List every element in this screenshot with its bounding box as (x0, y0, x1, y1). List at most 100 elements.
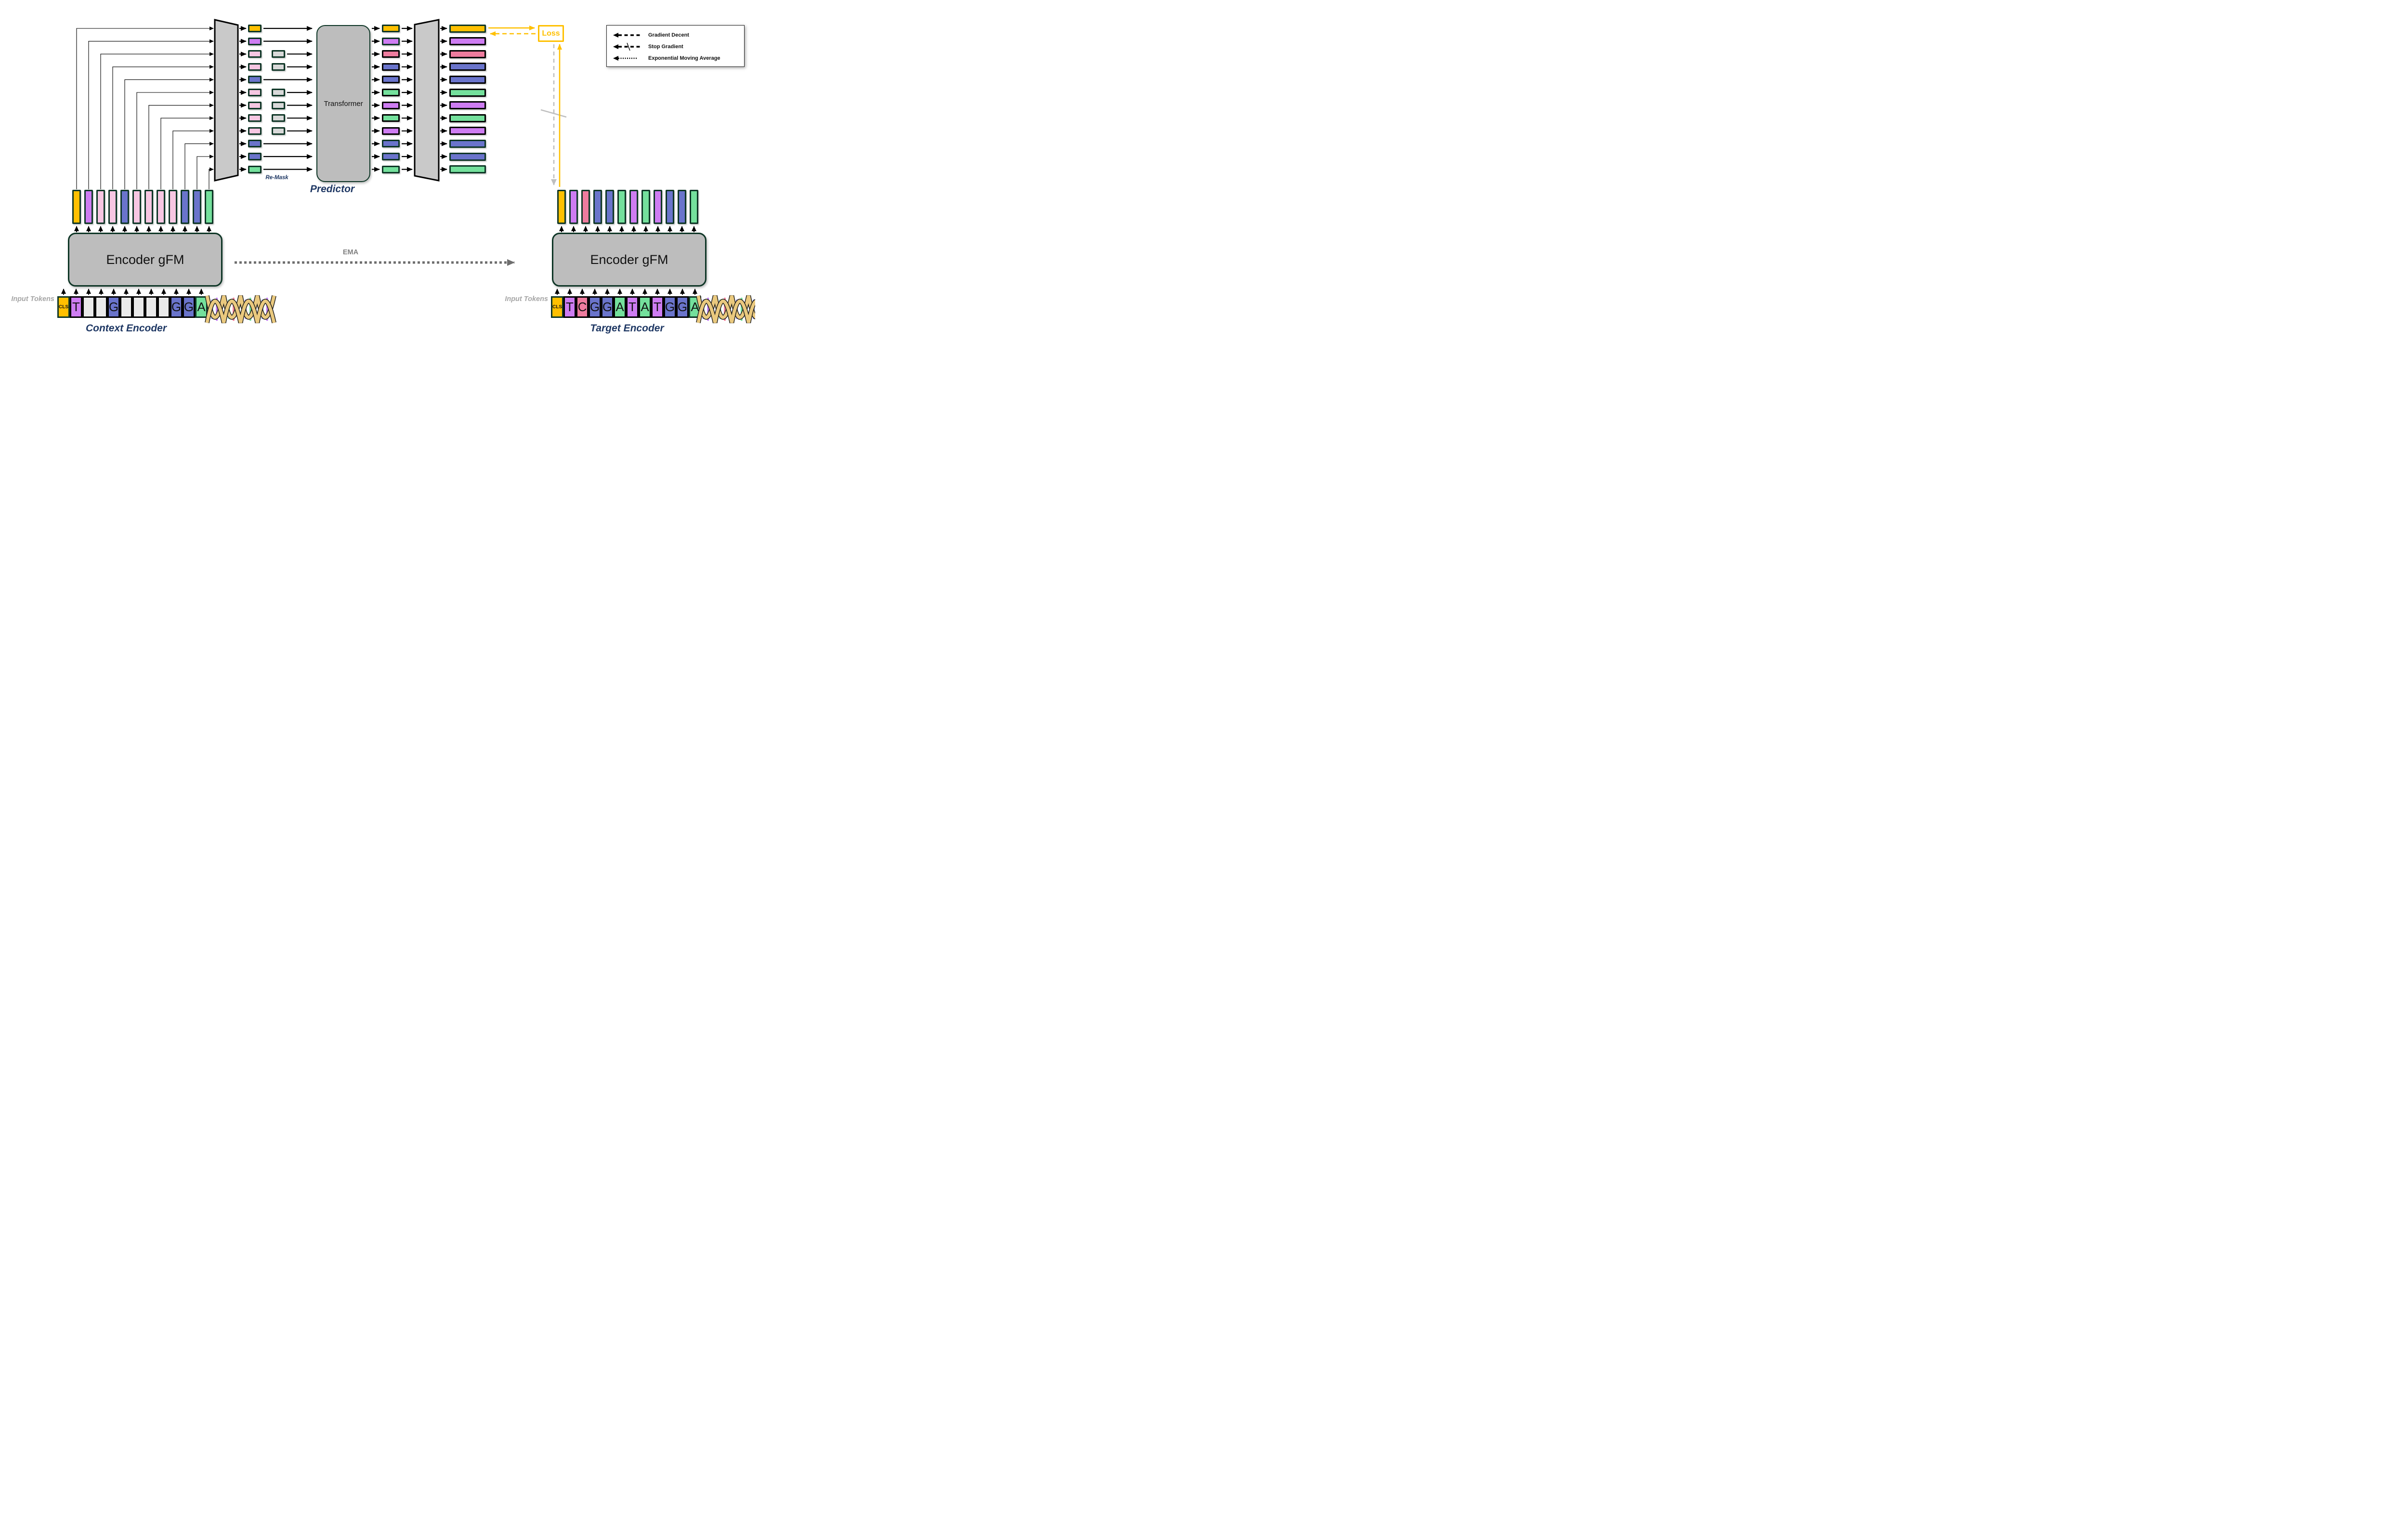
predicted-output-token (449, 152, 486, 161)
masked-input-cell (157, 296, 170, 318)
base-input-cell: G (664, 296, 676, 318)
masked-input-cell (132, 296, 145, 318)
legend-item: Exponential Moving Average (613, 53, 720, 63)
embedding-token (678, 190, 686, 224)
input-cell-letter: CLS (59, 304, 68, 310)
mask-token (272, 89, 285, 96)
base-input-cell: G (676, 296, 689, 318)
transformer-label: Transformer (324, 99, 363, 108)
embedding-token (666, 190, 674, 224)
context-latent-token (248, 89, 262, 96)
fan-connector-line (88, 39, 214, 189)
legend-item-label: Exponential Moving Average (648, 55, 720, 61)
base-input-cell: C (576, 296, 589, 318)
predicted-output-token (449, 24, 486, 33)
embedding-token (84, 190, 93, 224)
predicted-output-token (449, 139, 486, 148)
predicted-latent-token (382, 101, 400, 109)
context-latent-token (248, 101, 262, 109)
predicted-output-token (449, 37, 486, 46)
fan-connector-line (148, 103, 214, 189)
legend-item-label: Stop Gradient (648, 44, 683, 50)
embedding-token (120, 190, 129, 224)
predicted-latent-token (382, 114, 400, 122)
base-input-cell: T (563, 296, 576, 318)
context-latent-token (248, 153, 262, 160)
input-cell-letter: A (197, 300, 206, 314)
legend-item-label: Gradient Decent (648, 32, 689, 38)
base-input-cell: G (183, 296, 195, 318)
predicted-latent-token (382, 37, 400, 45)
embedding-token (181, 190, 189, 224)
input-cell-letter: C (577, 300, 587, 314)
input-cell-letter: T (566, 300, 574, 314)
embedding-token (557, 190, 566, 224)
base-input-cell: G (601, 296, 614, 318)
fan-connector-line (196, 155, 214, 189)
embedding-token (581, 190, 590, 224)
mask-token (272, 101, 285, 109)
context-latent-token (248, 140, 262, 148)
base-input-cell: A (614, 296, 626, 318)
predicted-output-token (449, 88, 486, 97)
fan-connector-line (100, 52, 214, 189)
masked-input-cell (120, 296, 132, 318)
embedding-token (690, 190, 698, 224)
architecture-diagram: Transformer Loss Encoder gFM Encoder gFM… (0, 0, 755, 370)
mask-token (272, 63, 285, 71)
fan-connector-line (160, 116, 214, 189)
predictor-transformer-block: Transformer (316, 25, 370, 182)
base-input-cell: G (170, 296, 183, 318)
input-cell-letter: G (602, 300, 613, 314)
predicted-output-token (449, 114, 486, 122)
context-latent-token (248, 76, 262, 84)
predicted-latent-token (382, 89, 400, 96)
base-input-cell: A (639, 296, 651, 318)
fan-connector-line (172, 129, 214, 189)
predicted-output-token (449, 75, 486, 84)
cls-input-cell: CLS (551, 296, 563, 318)
predicted-latent-token (382, 76, 400, 84)
context-downsample-trapezoid (214, 19, 239, 182)
embedding-token (144, 190, 153, 224)
predicted-latent-token (382, 127, 400, 135)
loss-box: Loss (538, 25, 564, 42)
context-encoder-label: Context Encoder (85, 323, 167, 334)
target-input-tokens-label: Input Tokens (505, 295, 548, 303)
dotted-arrow-icon (613, 56, 638, 61)
embedding-token (193, 190, 201, 224)
context-input-tokens-label: Input Tokens (11, 295, 54, 303)
target-encoder-gfm-label: Encoder gFM (590, 252, 668, 267)
fan-connector-line (184, 142, 214, 189)
predicted-output-token (449, 50, 486, 58)
dna-helix-right-icon (696, 295, 755, 324)
ema-label: EMA (342, 249, 359, 256)
cls-input-cell: CLS (57, 296, 70, 318)
fan-connector-line (112, 65, 214, 189)
mask-token (272, 127, 285, 135)
wires-layer (61, 19, 697, 295)
context-latent-token (248, 63, 262, 71)
base-input-cell: G (589, 296, 601, 318)
context-encoder-block: Encoder gFM (68, 233, 222, 287)
predicted-latent-token (382, 25, 400, 32)
input-cell-letter: G (677, 300, 688, 314)
dashed-arrow-icon (613, 33, 642, 38)
legend-item: Stop Gradient (613, 42, 683, 52)
predicted-latent-token (382, 165, 400, 173)
input-cell-letter: A (691, 300, 699, 314)
masked-input-cell (145, 296, 157, 318)
predictor-label: Predictor (310, 184, 355, 195)
embedding-token (157, 190, 165, 224)
input-cell-letter: T (72, 300, 80, 314)
masked-input-cell (82, 296, 95, 318)
input-cell-letter: A (641, 300, 649, 314)
context-latent-token (248, 165, 262, 173)
embedding-token (605, 190, 614, 224)
predicted-latent-token (382, 153, 400, 160)
embedding-token (629, 190, 638, 224)
predicted-output-token (449, 63, 486, 71)
embedding-token (654, 190, 662, 224)
fan-connector-line (209, 167, 214, 189)
base-input-cell: T (651, 296, 664, 318)
